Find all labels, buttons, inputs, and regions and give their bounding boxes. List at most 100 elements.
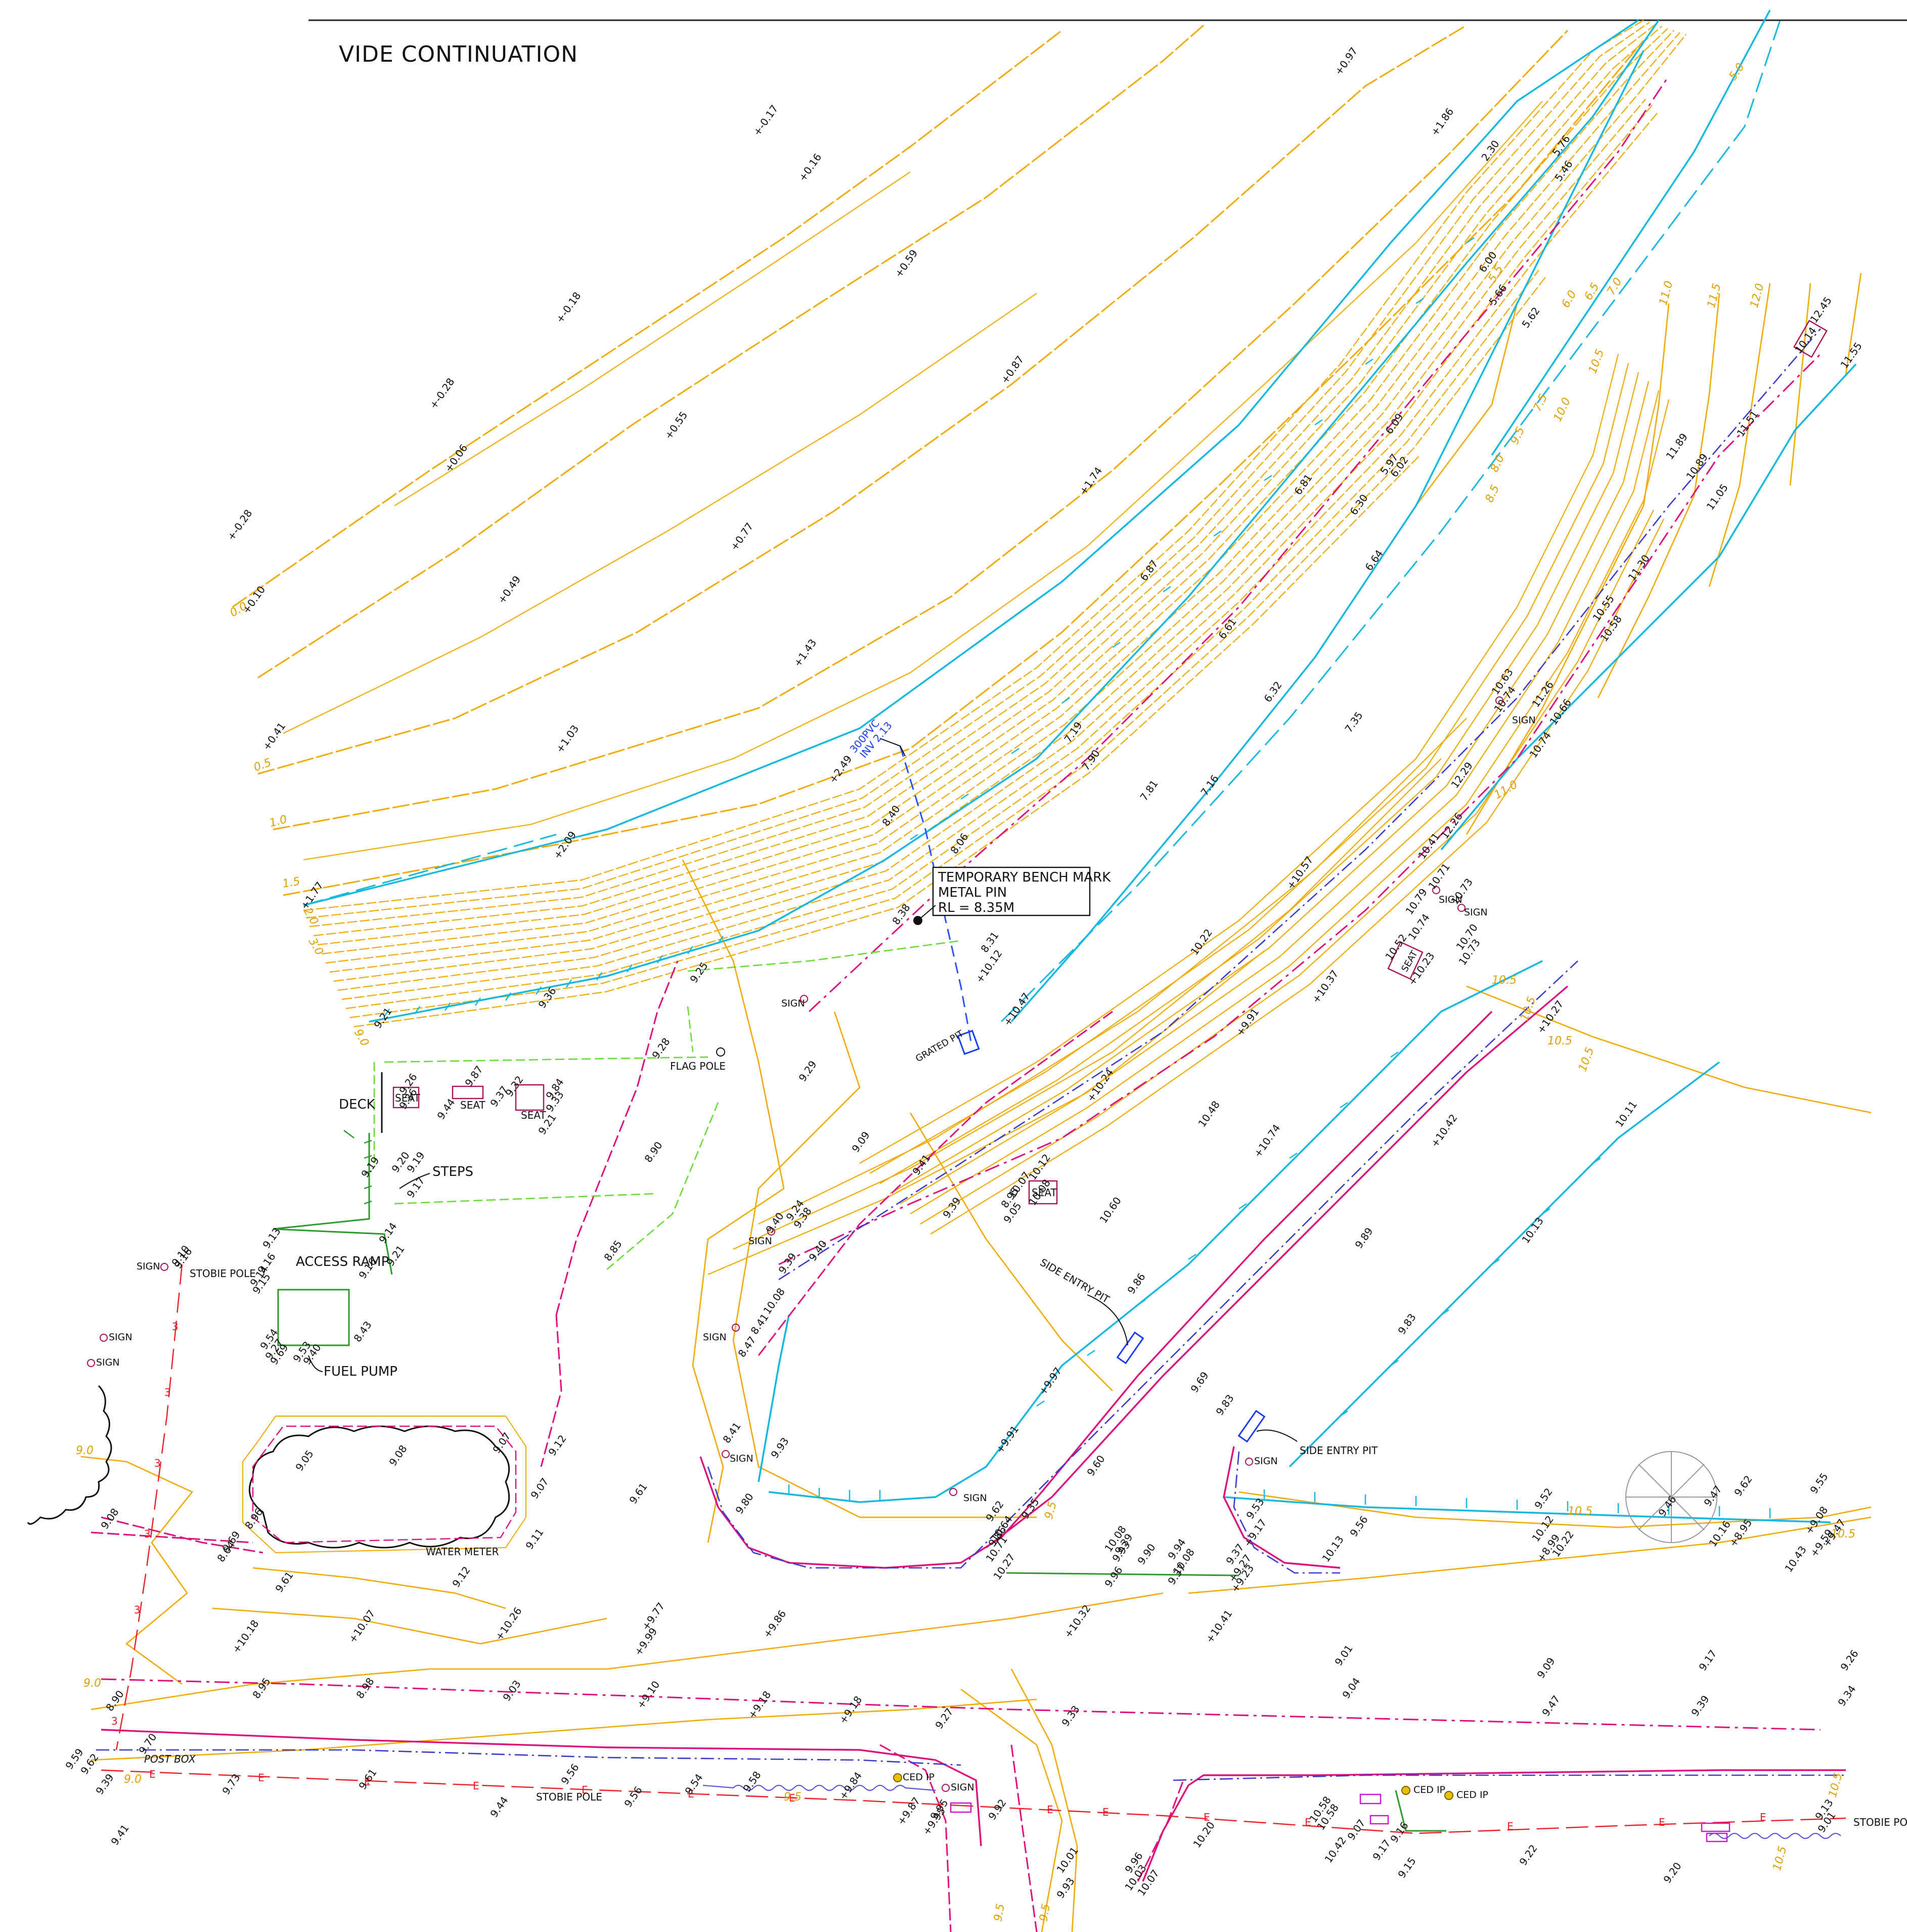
spot-level: +0.06	[442, 442, 470, 474]
spot-level: 12.29	[1448, 760, 1475, 791]
spot-level-value: +9.77	[639, 1600, 667, 1633]
spot-level-value: +0.06	[442, 442, 470, 474]
spot-level-value: +10.26	[493, 1605, 524, 1642]
storm-drain-line	[899, 745, 972, 1042]
spot-level: 10.13	[1519, 1215, 1546, 1246]
spot-level-value: 9.39	[776, 1251, 799, 1276]
electric-marker: E	[688, 1788, 694, 1800]
hedge-line	[702, 1784, 936, 1791]
spot-level: 7.19	[1061, 720, 1084, 745]
spot-level: +10.74	[1251, 1122, 1282, 1159]
post-box-label: POST BOX	[144, 1753, 196, 1765]
spot-level-value: +9.91	[1233, 1006, 1261, 1038]
spot-level-value: 9.08	[386, 1443, 409, 1468]
spot-level-value: +10.74	[1251, 1122, 1282, 1159]
spot-level-value: 10.74	[1405, 911, 1432, 942]
tbm-label-line2: METAL PIN	[938, 885, 1007, 900]
ced-ip-symbols	[893, 1773, 1453, 1800]
spot-level: 9.61	[273, 1569, 295, 1595]
spot-level-value: 9.09	[1534, 1655, 1557, 1681]
spot-level: +0.87	[998, 354, 1026, 386]
spot-level-value: 10.60	[1097, 1195, 1124, 1225]
spot-level-value: 9.34	[1835, 1683, 1858, 1708]
contour-lines-fine	[283, 101, 1543, 861]
seat-symbols	[392, 320, 1828, 1205]
spot-level: 6.64	[1362, 548, 1385, 573]
spot-level-value: 9.33	[1059, 1703, 1082, 1729]
spot-level-value: +0.16	[796, 151, 824, 184]
ramp-ticks	[343, 1130, 372, 1205]
spot-level: 9.41	[910, 1152, 933, 1177]
contour-label: 9.5	[1509, 425, 1527, 446]
spot-level-value: 9.17	[404, 1175, 427, 1200]
spot-level-value: +9.10	[634, 1679, 662, 1711]
spot-level: 9.89	[1352, 1225, 1375, 1251]
contour-label: 7.5	[1531, 392, 1550, 413]
spot-level-value: 9.61	[273, 1569, 295, 1595]
sign-label: SIGN	[137, 1261, 160, 1272]
electric-marker: E	[1204, 1811, 1210, 1823]
contour-label: 9.0	[83, 1677, 101, 1690]
spot-level: 9.83	[1395, 1311, 1418, 1337]
contour-label: 10.5	[1771, 1845, 1790, 1872]
spot-level: 9.40	[763, 1210, 786, 1236]
spot-level-value: 9.44	[487, 1794, 510, 1820]
spot-level-value: 9.86	[1125, 1271, 1147, 1296]
spot-level: +1.86	[1428, 106, 1456, 138]
spot-level: +1.74	[1077, 465, 1104, 497]
stobie-pole-label: STOBIE POLE	[536, 1791, 602, 1803]
spot-level-value: 9.20	[1661, 1860, 1683, 1885]
contour-label: 9.0	[76, 1444, 94, 1457]
bank-ticks	[383, 237, 1771, 1518]
spot-level: +9.10	[634, 1679, 662, 1711]
spot-level-value: 9.14	[376, 1220, 399, 1246]
spot-level: +9.87	[895, 1795, 922, 1827]
contour-lines-upper	[232, 24, 1645, 896]
spot-level: 8.47	[735, 1334, 758, 1359]
spot-level: +-0.28	[225, 507, 254, 543]
spot-level-value: +9.97	[1036, 1365, 1064, 1397]
spot-level: 9.96	[1102, 1564, 1125, 1590]
contour-label: 11.5	[1705, 282, 1724, 310]
spot-level-value: 9.39	[1689, 1693, 1711, 1719]
hedge-line	[1709, 1832, 1841, 1839]
spot-level: 8.06	[948, 831, 970, 856]
spot-level: +10.26	[493, 1605, 524, 1642]
electric-marker: E	[1047, 1804, 1053, 1816]
spot-level-value: +1.03	[553, 723, 581, 755]
spot-level: 9.55	[1807, 1471, 1830, 1496]
contour-label: 10.5	[1831, 1528, 1855, 1541]
spot-level-value: +9.91	[993, 1423, 1021, 1456]
drain-pipe-leader	[879, 738, 906, 757]
sign-label: SIGN	[96, 1357, 120, 1368]
spot-level-value: 9.44	[434, 1096, 457, 1122]
spot-level-value: 7.16	[1198, 773, 1221, 798]
spot-level-value: 11.05	[1704, 481, 1731, 512]
electric-marker: E	[364, 1776, 371, 1788]
spot-level: +10.47	[1001, 990, 1032, 1028]
electric-marker: E	[1507, 1820, 1514, 1832]
spot-level: 9.52	[1532, 1486, 1555, 1511]
spot-level-value: 10.79	[1403, 886, 1430, 917]
spot-level: +1.43	[791, 637, 819, 669]
spot-level: 8.98	[353, 1676, 376, 1701]
spot-level: 9.09	[849, 1129, 872, 1155]
sign-label: SIGN	[1439, 894, 1462, 905]
contour-label: 9.5	[784, 1791, 802, 1804]
spot-level: 9.07	[528, 1476, 551, 1501]
spot-level: +0.55	[662, 409, 690, 442]
spot-level-value: 9.39	[93, 1772, 116, 1797]
spot-level: 9.20	[1661, 1860, 1683, 1885]
spot-level: +1.03	[553, 723, 581, 755]
spot-level: 9.39	[776, 1251, 799, 1276]
spot-level: 9.14	[376, 1220, 399, 1246]
spot-level: 9.44	[487, 1794, 510, 1820]
spot-level-value: 8.06	[948, 831, 970, 856]
side-entry-pit-label: SIDE ENTRY PIT	[1038, 1256, 1112, 1306]
spot-level-value: 9.56	[558, 1762, 581, 1787]
electric-markers: E E E E E E E E E E E E E E	[149, 1768, 1766, 1832]
spot-level-value: 8.47	[735, 1334, 758, 1359]
spot-level: +10.42	[1428, 1112, 1459, 1149]
spot-level: +0.77	[728, 520, 756, 553]
spot-level-value: 9.11	[523, 1526, 546, 1552]
